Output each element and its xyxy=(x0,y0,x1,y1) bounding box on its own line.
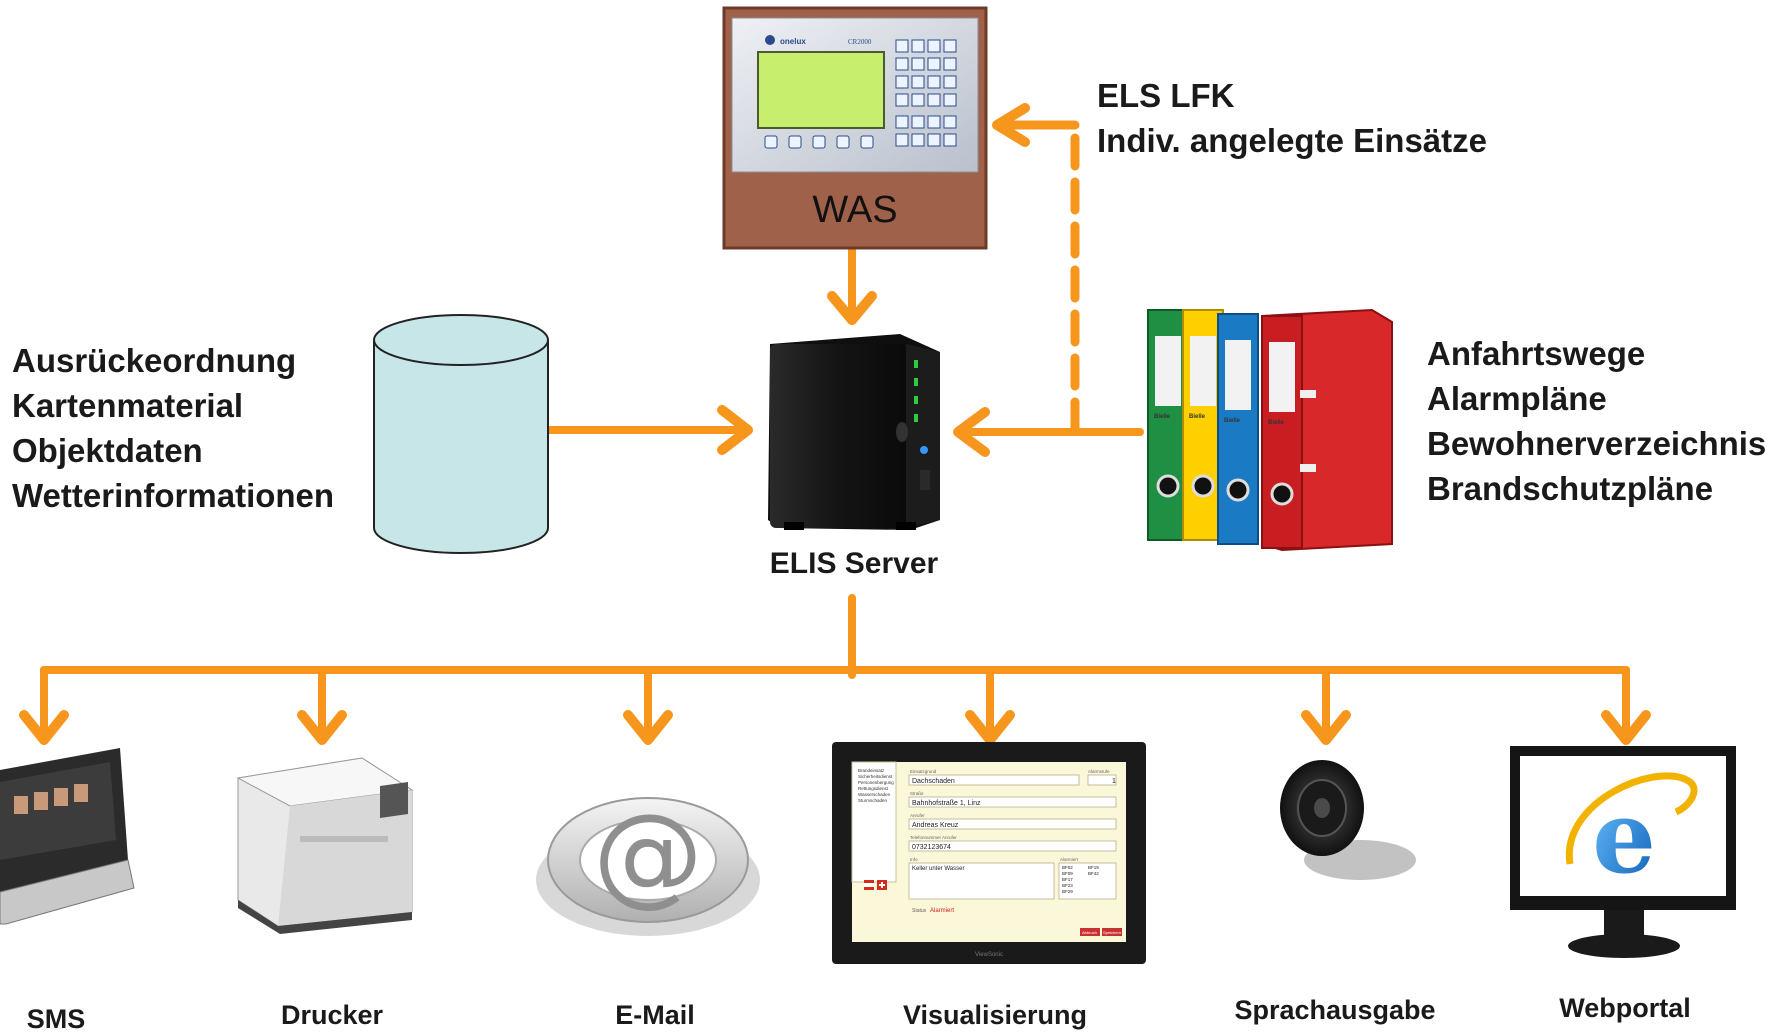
monitor-form: Einsatzgrund Dachschaden Alarmstufe 1 St… xyxy=(908,769,1122,936)
svg-text:Bielle: Bielle xyxy=(1189,414,1206,420)
email-at-icon: @ xyxy=(536,790,760,936)
output-label-email: E-Mail xyxy=(615,1000,695,1030)
svg-text:Telefonnummer Anrufer: Telefonnummer Anrufer xyxy=(910,835,957,840)
svg-text:Rettungsdienst: Rettungsdienst xyxy=(858,786,889,791)
svg-text:Brandeinsatz: Brandeinsatz xyxy=(858,768,885,773)
binder-yellow xyxy=(1182,309,1224,541)
ie-logo-icon: e xyxy=(1565,772,1698,896)
output-drops xyxy=(40,666,1630,739)
was-label: WAS xyxy=(812,189,897,231)
svg-text:Keller unter Wasser: Keller unter Wasser xyxy=(912,866,964,872)
was-model: CR2000 xyxy=(848,38,872,46)
svg-text:Andreas Kreuz: Andreas Kreuz xyxy=(912,822,959,829)
was-function-keys xyxy=(764,135,874,149)
webportal-monitor: e xyxy=(1510,746,1736,958)
output-label-webportal: Webportal xyxy=(1559,993,1691,1023)
binder-green xyxy=(1147,309,1189,541)
arrowhead-binders-to-server xyxy=(953,407,990,457)
connectors xyxy=(19,103,1651,745)
feed-top-label: ELS LFK Indiv. angelegte Einsätze xyxy=(1097,73,1487,163)
output-label-drucker: Drucker xyxy=(280,1000,384,1030)
right-data-line: Alarmpläne xyxy=(1427,380,1607,417)
binders xyxy=(1147,308,1393,552)
left-data-line: Wetterinformationen xyxy=(12,477,335,514)
svg-text:Bielle: Bielle xyxy=(1154,414,1171,420)
server-leds xyxy=(914,360,918,422)
speaker-icon xyxy=(1280,760,1416,880)
right-data-label: Anfahrtswege Alarmpläne Bewohnerverzeich… xyxy=(1427,331,1766,511)
svg-text:BF17: BF17 xyxy=(1062,877,1073,882)
left-data-line: Objektdaten xyxy=(12,432,203,469)
output-label-sprachausgabe: Sprachausgabe xyxy=(1234,995,1436,1025)
arrowhead-into-was xyxy=(992,103,1030,147)
svg-text:0732123674: 0732123674 xyxy=(912,844,951,851)
feed-top-line: ELS LFK xyxy=(1097,77,1235,114)
server-label: ELIS Server xyxy=(770,547,939,580)
was-lcd xyxy=(757,51,885,129)
svg-text:Bielle: Bielle xyxy=(1268,420,1285,426)
binder-spine-labels: Bielle Bielle Bielle Bielle xyxy=(1154,414,1285,426)
output-arrowheads xyxy=(19,710,1651,745)
svg-text:BF42: BF42 xyxy=(1088,871,1099,876)
was-brand: onelux xyxy=(780,37,806,46)
svg-text:Dachschaden: Dachschaden xyxy=(912,778,955,785)
database-cylinder xyxy=(373,314,549,554)
elis-server: ELIS Server xyxy=(768,334,940,580)
right-data-line: Anfahrtswege xyxy=(1427,335,1646,372)
binder-blue xyxy=(1217,313,1259,545)
svg-text:BF23: BF23 xyxy=(1062,883,1073,888)
output-label-visualisierung: Visualisierung xyxy=(902,1000,1088,1030)
arrowhead-was-to-server xyxy=(827,291,877,325)
svg-text:Info: Info xyxy=(910,857,918,862)
left-data-line: Kartenmaterial xyxy=(12,387,244,424)
was-device: onelux CR2000 WAS xyxy=(722,6,988,250)
svg-text:1: 1 xyxy=(1112,778,1116,785)
svg-text:Sicherheitsdienst: Sicherheitsdienst xyxy=(858,774,893,779)
svg-text:Alarmstufe: Alarmstufe xyxy=(1088,769,1110,774)
sms-phone-icon xyxy=(0,748,135,925)
svg-text:Alarmiert: Alarmiert xyxy=(1060,857,1079,862)
svg-text:Speichern: Speichern xyxy=(1103,930,1121,935)
monitor-left-list: Brandeinsatz Sicherheitsdienst Personenb… xyxy=(858,768,894,803)
right-data-line: Brandschutzpläne xyxy=(1427,470,1714,507)
feed-top-line: Indiv. angelegte Einsätze xyxy=(1097,122,1487,159)
left-data-line: Ausrückeordnung xyxy=(12,342,297,379)
svg-text:Einsatzgrund: Einsatzgrund xyxy=(910,769,937,774)
monitor-brand: ViewSonic xyxy=(975,952,1003,958)
svg-text:BF09: BF09 xyxy=(1062,871,1073,876)
arrowhead-db-to-server xyxy=(717,405,753,455)
output-label-sms: SMS xyxy=(26,1004,86,1034)
svg-text:Abbruch: Abbruch xyxy=(1082,930,1097,935)
svg-text:Wasserschaden: Wasserschaden xyxy=(858,792,891,797)
svg-text:Personenbergung: Personenbergung xyxy=(858,780,894,785)
left-data-label: Ausrückeordnung Kartenmaterial Objektdat… xyxy=(12,338,334,518)
svg-text:BF02: BF02 xyxy=(1062,865,1073,870)
svg-text:Sturmschaden: Sturmschaden xyxy=(858,798,888,803)
svg-text:@: @ xyxy=(593,790,703,918)
svg-text:Alarmiert: Alarmiert xyxy=(930,908,954,914)
svg-text:BF29: BF29 xyxy=(1062,889,1073,894)
svg-text:Status: Status xyxy=(912,908,927,914)
printer-icon xyxy=(236,757,414,934)
svg-text:Bahnhofstraße 1, Linz: Bahnhofstraße 1, Linz xyxy=(912,800,981,807)
right-data-line: Bewohnerverzeichnis xyxy=(1427,425,1767,462)
svg-text:BF19: BF19 xyxy=(1088,865,1099,870)
svg-text:Bielle: Bielle xyxy=(1224,418,1241,424)
svg-text:Anrufer: Anrufer xyxy=(910,813,925,818)
binder-red xyxy=(1261,308,1393,552)
visualisierung-monitor: Brandeinsatz Sicherheitsdienst Personenb… xyxy=(832,742,1146,964)
svg-text:Straße: Straße xyxy=(910,791,924,796)
was-keypad xyxy=(895,39,957,147)
